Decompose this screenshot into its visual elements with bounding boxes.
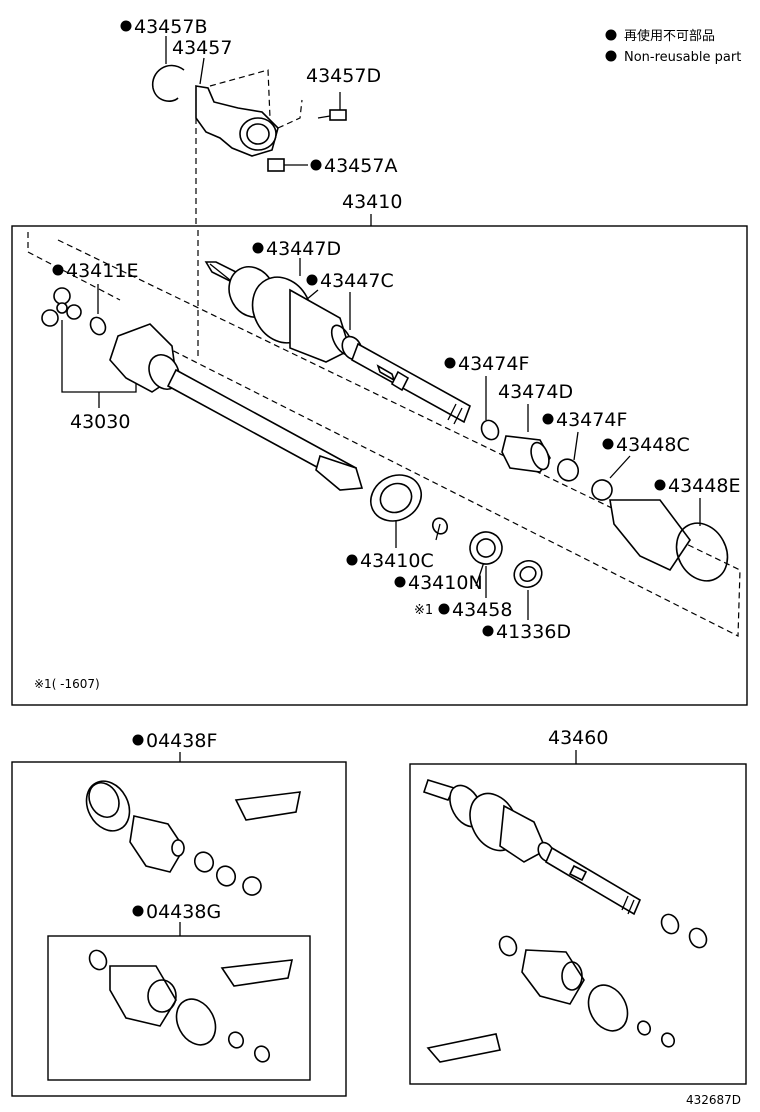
snap-ring-43411E xyxy=(89,316,107,336)
label-43474F-1: 43474F xyxy=(458,353,529,375)
label-43474F-2: 43474F xyxy=(556,409,627,431)
seal-41336D xyxy=(513,559,543,589)
label-43410: 43410 xyxy=(342,191,402,213)
label-43457A: 43457A xyxy=(324,155,397,177)
label-43411E: 43411E xyxy=(66,260,138,282)
seal-43458 xyxy=(469,531,503,565)
footnote: ※1( -1607) xyxy=(34,677,100,691)
non-reusable-marker-icon xyxy=(605,29,617,41)
asterisk-ref: ※1 xyxy=(414,603,433,618)
assembly-43460-frame xyxy=(409,763,747,1085)
kit-04438F-frame xyxy=(11,761,347,1097)
boot-kit-04438F xyxy=(85,780,302,896)
tripod-43030 xyxy=(41,287,82,327)
non-reusable-marker-icon xyxy=(605,50,617,62)
clamp-43474F-2 xyxy=(556,458,580,482)
clamp-43474F-1 xyxy=(480,419,500,441)
label-43410N: 43410N xyxy=(408,572,483,594)
legend-jp: 再使用不可部品 xyxy=(624,28,715,44)
label-43460: 43460 xyxy=(548,727,608,749)
label-41336D: 41336D xyxy=(496,621,571,643)
label-43448E: 43448E xyxy=(668,475,740,497)
snap-ring-43410N xyxy=(431,517,449,535)
label-43030: 43030 xyxy=(70,411,130,433)
bolt-43457D xyxy=(329,109,347,121)
label-43457D: 43457D xyxy=(306,65,381,87)
snap-ring-43457B xyxy=(152,64,185,102)
label-43410C: 43410C xyxy=(360,550,434,572)
grease-packet-icon xyxy=(234,791,302,821)
kit-04438G-frame xyxy=(47,935,311,1081)
legend: 再使用不可部品 Non-reusable part xyxy=(605,28,741,65)
label-43457: 43457 xyxy=(172,37,232,59)
assembly-43410-frame xyxy=(11,225,748,706)
grease-packet-icon xyxy=(220,959,294,987)
clamp-43448C xyxy=(591,479,613,501)
bearing-43410C xyxy=(370,474,422,522)
shaft-assembly-43460 xyxy=(422,779,708,1063)
diagram-id: 432687D xyxy=(686,1093,741,1107)
legend-en: Non-reusable part xyxy=(624,50,741,65)
label-04438F: 04438F xyxy=(146,730,217,752)
label-43447D: 43447D xyxy=(266,238,341,260)
boot-kit-04438G xyxy=(88,949,294,1063)
label-43457B: 43457B xyxy=(134,16,207,38)
inner-boot xyxy=(609,499,691,572)
bolt-43457A xyxy=(267,158,285,172)
bracket-assembly: 43457B 43457 43457D 43457A xyxy=(120,16,397,360)
label-43448C: 43448C xyxy=(616,434,690,456)
label-43458: 43458 xyxy=(452,599,512,621)
label-43447C: 43447C xyxy=(320,270,394,292)
drive-shaft-assembly: 43447D 43447C 43474F 43474D 43474F xyxy=(27,232,741,691)
label-43474D: 43474D xyxy=(498,381,573,403)
grease-packet-icon xyxy=(426,1033,501,1063)
label-04438G: 04438G xyxy=(146,901,221,923)
clamp-43448E xyxy=(675,522,729,582)
main-shaft xyxy=(351,342,471,424)
